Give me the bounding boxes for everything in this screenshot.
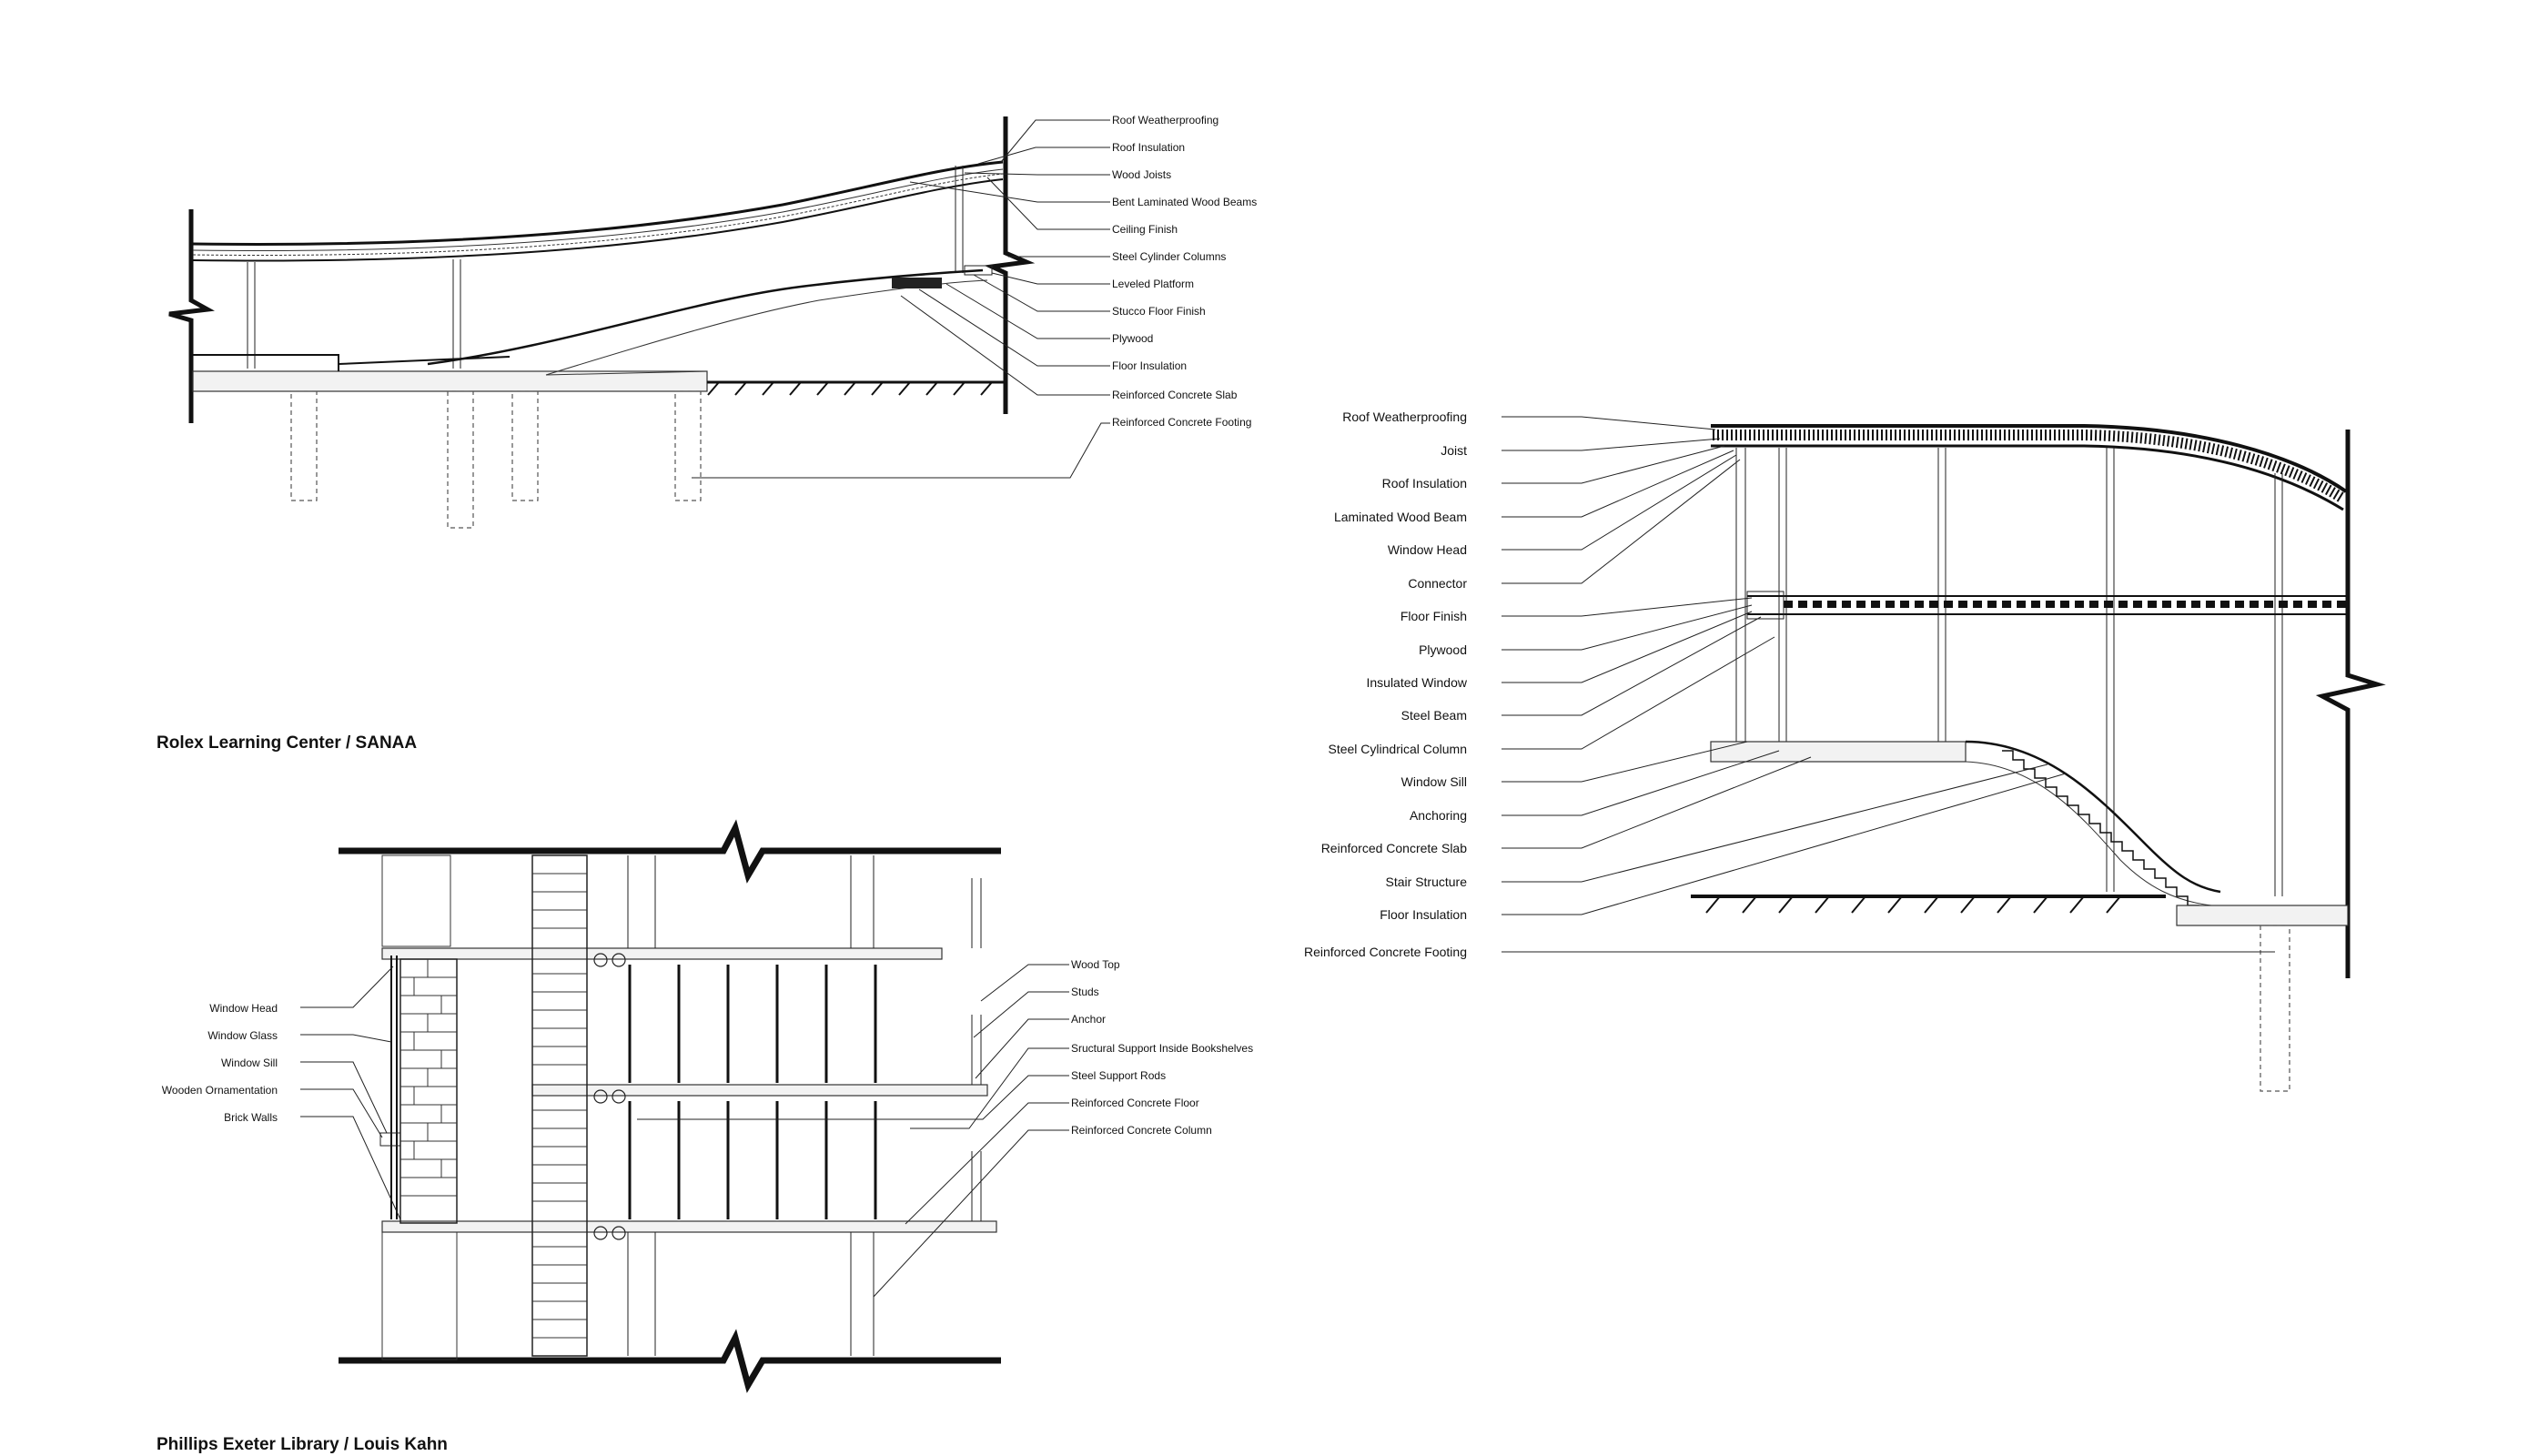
detail-section-drawing — [1502, 416, 2386, 1092]
exeter-label-window-sill: Window Sill — [221, 1057, 278, 1069]
detail-labels: Roof Weatherproofing Joist Roof Insulati… — [1304, 410, 1468, 959]
detail-label-joist: Joist — [1441, 443, 1467, 458]
detail-label-window-sill: Window Sill — [1401, 774, 1467, 789]
detail-label-roof-weatherproofing: Roof Weatherproofing — [1342, 410, 1467, 424]
detail-label-floor-insulation: Floor Insulation — [1380, 907, 1467, 922]
rolex-label-plywood: Plywood — [1112, 332, 1153, 345]
detail-label-roof-insulation: Roof Insulation — [1382, 476, 1467, 490]
detail-label-plywood: Plywood — [1419, 642, 1467, 657]
detail-label-connector: Connector — [1408, 576, 1467, 591]
rolex-label-stucco-floor: Stucco Floor Finish — [1112, 305, 1206, 318]
exeter-label-bookshelf-support: Sructural Support Inside Bookshelves — [1071, 1042, 1253, 1055]
rolex-label-bent-beams: Bent Laminated Wood Beams — [1112, 196, 1257, 208]
rolex-label-concrete-slab: Reinforced Concrete Slab — [1112, 389, 1238, 401]
detail-label-window-head: Window Head — [1388, 542, 1467, 557]
exeter-label-wooden-ornamentation: Wooden Ornamentation — [162, 1084, 278, 1097]
detail-label-steel-beam: Steel Beam — [1401, 708, 1467, 723]
exeter-right-labels: Wood Top Studs Anchor Sructural Support … — [1071, 958, 1253, 1137]
detail-label-laminated-beam: Laminated Wood Beam — [1334, 510, 1467, 524]
rolex-section-drawing — [168, 116, 1110, 529]
detail-label-insulated-window: Insulated Window — [1366, 675, 1467, 690]
exeter-label-concrete-column: Reinforced Concrete Column — [1071, 1124, 1212, 1137]
detail-label-steel-column: Steel Cylindrical Column — [1328, 742, 1467, 756]
detail-label-anchoring: Anchoring — [1410, 808, 1467, 823]
detail-label-floor-finish: Floor Finish — [1400, 609, 1467, 623]
exeter-left-labels: Window Head Window Glass Window Sill Woo… — [162, 1002, 278, 1124]
rolex-label-ceiling-finish: Ceiling Finish — [1112, 223, 1178, 236]
detail-label-stair-structure: Stair Structure — [1386, 875, 1468, 889]
exeter-title: Phillips Exeter Library / Louis Kahn — [157, 1435, 448, 1454]
rolex-title: Rolex Learning Center / SANAA — [157, 733, 417, 753]
rolex-label-floor-insulation: Floor Insulation — [1112, 359, 1187, 372]
exeter-label-brick-walls: Brick Walls — [224, 1111, 278, 1124]
detail-label-concrete-footing: Reinforced Concrete Footing — [1304, 945, 1467, 959]
exeter-label-window-glass: Window Glass — [207, 1029, 278, 1042]
exeter-label-studs: Studs — [1071, 986, 1099, 998]
exeter-label-concrete-floor: Reinforced Concrete Floor — [1071, 1097, 1199, 1109]
exeter-label-steel-rods: Steel Support Rods — [1071, 1069, 1166, 1082]
rolex-label-steel-columns: Steel Cylinder Columns — [1112, 250, 1226, 263]
rolex-label-leveled-platform: Leveled Platform — [1112, 278, 1194, 290]
exeter-label-anchor: Anchor — [1071, 1013, 1106, 1026]
rolex-label-concrete-footing: Reinforced Concrete Footing — [1112, 416, 1251, 429]
exeter-section-drawing — [300, 819, 1069, 1393]
rolex-label-roof-weatherproofing: Roof Weatherproofing — [1112, 114, 1218, 126]
exeter-label-window-head: Window Head — [209, 1002, 278, 1015]
detail-label-concrete-slab: Reinforced Concrete Slab — [1321, 841, 1468, 855]
exeter-label-wood-top: Wood Top — [1071, 958, 1120, 971]
rolex-label-roof-insulation: Roof Insulation — [1112, 141, 1185, 154]
rolex-label-wood-joists: Wood Joists — [1112, 168, 1171, 181]
rolex-labels: Roof Weatherproofing Roof Insulation Woo… — [1112, 114, 1257, 429]
